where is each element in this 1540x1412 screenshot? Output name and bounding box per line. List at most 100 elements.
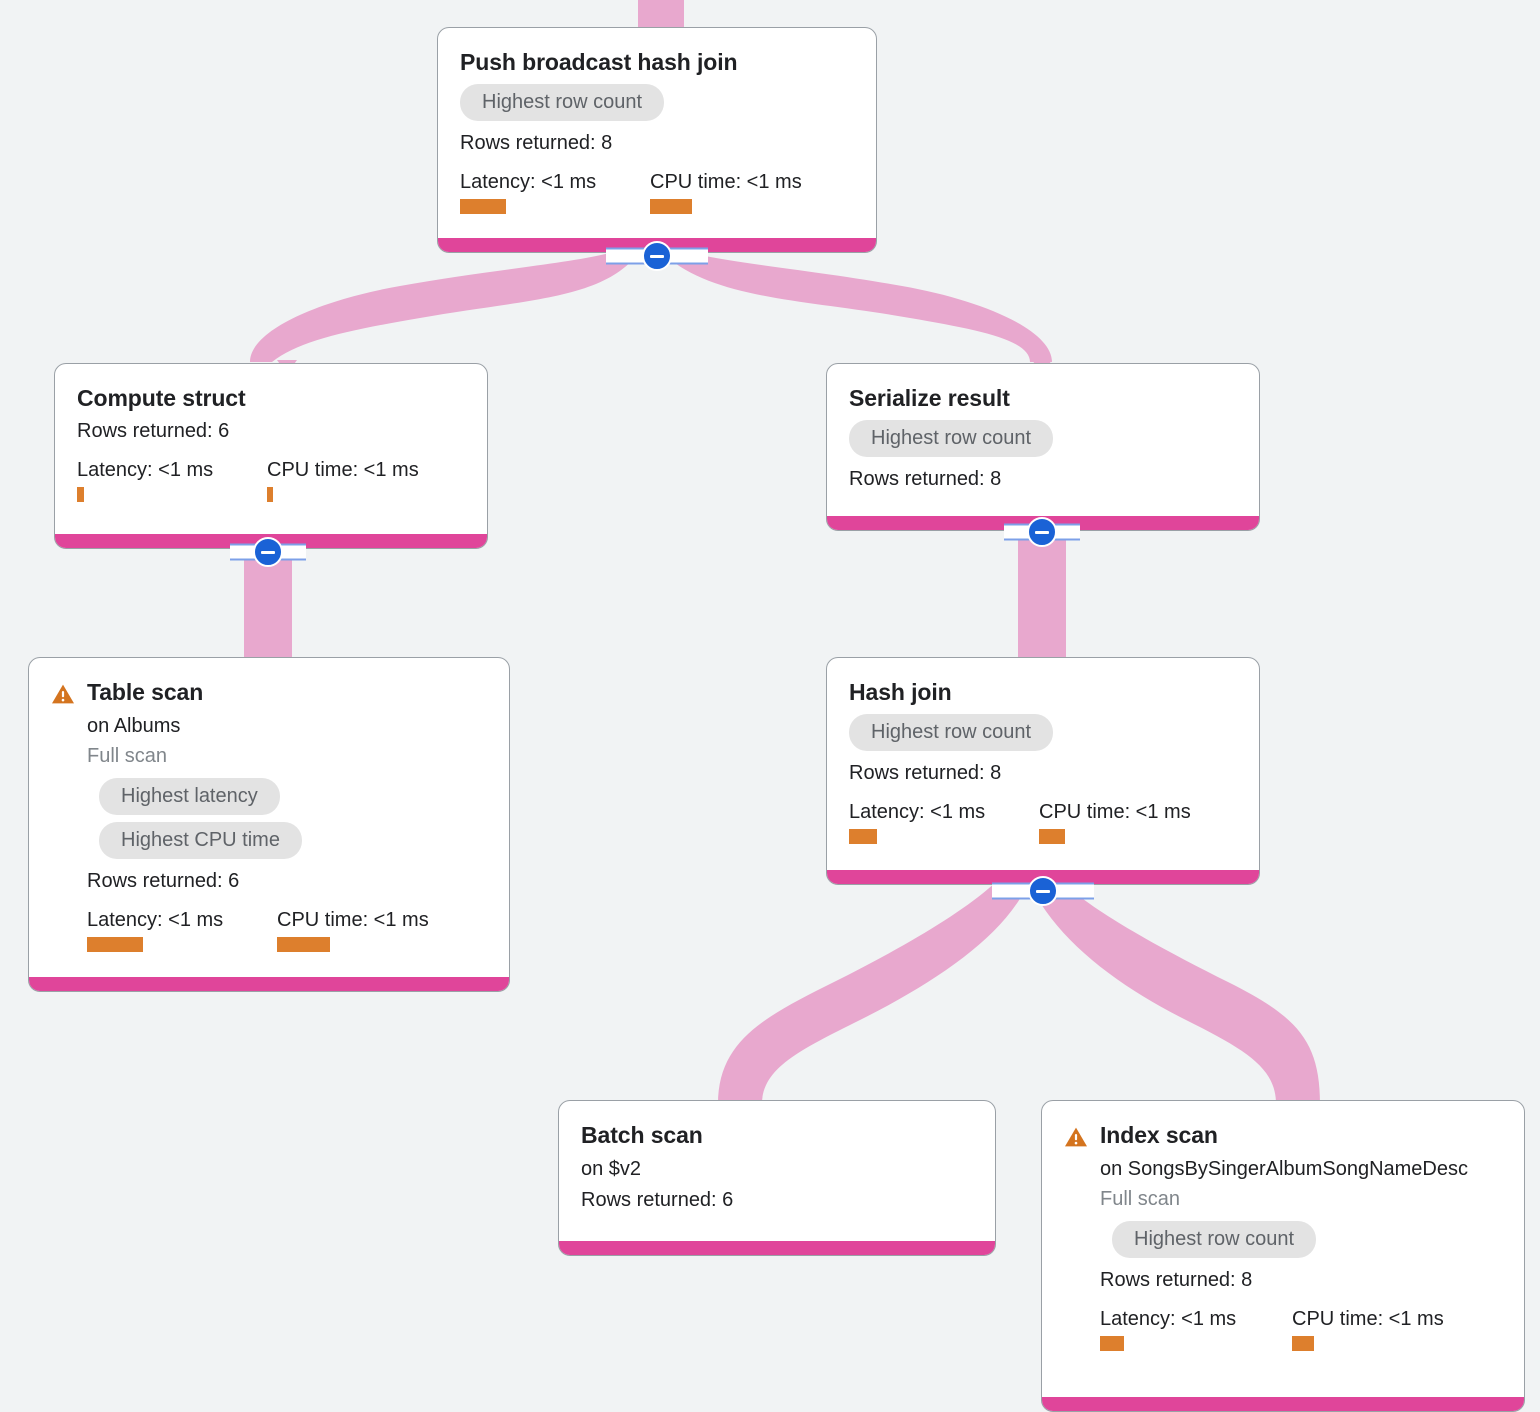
collapse-toggle-hash-join[interactable] xyxy=(992,876,1094,906)
node-index-scan[interactable]: Index scan on SongsBySingerAlbumSongName… xyxy=(1041,1100,1525,1412)
latency-metric: Latency: <1 ms xyxy=(77,459,267,502)
cpu-metric: CPU time: <1 ms xyxy=(267,459,419,502)
collapse-toggle-compute-struct[interactable] xyxy=(230,537,306,567)
cpu-bar xyxy=(1039,828,1065,844)
rows-returned: Rows returned: 6 xyxy=(87,869,240,892)
latency-label: Latency: <1 ms xyxy=(77,458,214,481)
badge-highest-latency: Highest latency xyxy=(99,777,280,815)
node-body: Hash join Highest row count Rows returne… xyxy=(827,658,1259,870)
latency-metric: Latency: <1 ms xyxy=(849,801,1039,844)
cpu-metric: CPU time: <1 ms xyxy=(1039,801,1191,844)
badge-highest-row-count: Highest row count xyxy=(849,713,1054,751)
cpu-label: CPU time: <1 ms xyxy=(277,908,429,931)
title-row: Index scan xyxy=(1064,1121,1502,1150)
metrics-row: Latency: <1 ms CPU time: <1 ms xyxy=(849,801,1237,844)
title-row: Batch scan xyxy=(581,1121,973,1150)
cpu-metric: CPU time: <1 ms xyxy=(1292,1308,1444,1351)
rows-returned: Rows returned: 8 xyxy=(1100,1268,1253,1291)
node-details: on SongsBySingerAlbumSongNameDesc Full s… xyxy=(1100,1154,1502,1351)
node-title: Index scan xyxy=(1100,1122,1218,1148)
cpu-bar xyxy=(267,486,273,502)
edge-root-to-serialize-result xyxy=(666,248,1052,362)
collapse-minus-icon[interactable] xyxy=(1028,876,1058,906)
edge-serialize-result-to-hash-join xyxy=(1018,528,1066,666)
title-row: Hash join xyxy=(849,678,1237,707)
edge-parent-to-root xyxy=(638,0,684,30)
latency-label: Latency: <1 ms xyxy=(1100,1307,1237,1330)
metrics-row: Latency: <1 ms CPU time: <1 ms xyxy=(1100,1308,1502,1351)
node-details: on Albums Full scan Highest latency High… xyxy=(87,711,487,952)
node-title: Table scan xyxy=(87,679,204,705)
rows-returned: Rows returned: 8 xyxy=(849,761,1002,784)
node-subtitle: on SongsBySingerAlbumSongNameDesc xyxy=(1100,1157,1468,1180)
node-table-scan[interactable]: Table scan on Albums Full scan Highest l… xyxy=(28,657,510,992)
rows-returned: Rows returned: 8 xyxy=(460,131,613,154)
node-footer-bar xyxy=(559,1241,995,1255)
latency-label: Latency: <1 ms xyxy=(849,800,986,823)
node-footer-bar xyxy=(29,977,509,991)
metrics-row: Latency: <1 ms CPU time: <1 ms xyxy=(460,171,854,214)
scan-type-label: Full scan xyxy=(87,744,168,767)
warning-triangle-icon xyxy=(52,684,74,704)
cpu-label: CPU time: <1 ms xyxy=(1039,800,1191,823)
node-subtitle: on $v2 xyxy=(581,1157,642,1180)
latency-metric: Latency: <1 ms xyxy=(87,909,277,952)
latency-bar xyxy=(77,486,84,502)
node-footer-bar xyxy=(1042,1397,1524,1411)
node-title: Compute struct xyxy=(77,385,246,411)
node-serialize-result[interactable]: Serialize result Highest row count Rows … xyxy=(826,363,1260,531)
latency-label: Latency: <1 ms xyxy=(87,908,224,931)
latency-bar xyxy=(1100,1335,1124,1351)
node-hash-join[interactable]: Hash join Highest row count Rows returne… xyxy=(826,657,1260,885)
title-row: Push broadcast hash join xyxy=(460,48,854,77)
latency-bar xyxy=(460,198,506,214)
cpu-label: CPU time: <1 ms xyxy=(267,458,419,481)
node-push-broadcast-hash-join[interactable]: Push broadcast hash join Highest row cou… xyxy=(437,27,877,253)
title-row: Serialize result xyxy=(849,384,1237,413)
cpu-label: CPU time: <1 ms xyxy=(650,170,802,193)
node-title: Batch scan xyxy=(581,1122,703,1148)
rows-returned: Rows returned: 8 xyxy=(849,467,1002,490)
warning-triangle-icon xyxy=(1065,1127,1087,1147)
metrics-row: Latency: <1 ms CPU time: <1 ms xyxy=(87,909,487,952)
latency-metric: Latency: <1 ms xyxy=(1100,1308,1292,1351)
latency-metric: Latency: <1 ms xyxy=(460,171,650,214)
node-compute-struct[interactable]: Compute struct Rows returned: 6 Latency:… xyxy=(54,363,488,549)
scan-type-label: Full scan xyxy=(1100,1187,1181,1210)
badge-highest-row-count: Highest row count xyxy=(849,419,1054,457)
node-title: Push broadcast hash join xyxy=(460,49,738,75)
cpu-bar xyxy=(650,198,692,214)
collapse-toggle-push-broadcast-hash-join[interactable] xyxy=(606,241,708,271)
cpu-bar xyxy=(1292,1335,1314,1351)
cpu-bar xyxy=(277,936,330,952)
node-body: Batch scan on $v2 Rows returned: 6 xyxy=(559,1101,995,1241)
node-batch-scan[interactable]: Batch scan on $v2 Rows returned: 6 xyxy=(558,1100,996,1256)
node-body: Serialize result Highest row count Rows … xyxy=(827,364,1259,516)
edge-root-to-compute-struct xyxy=(250,248,636,362)
title-row: Compute struct xyxy=(77,384,465,413)
edge-hash-join-to-index-scan xyxy=(1032,878,1320,1104)
collapse-toggle-serialize-result[interactable] xyxy=(1004,517,1080,547)
node-body: Table scan on Albums Full scan Highest l… xyxy=(29,658,509,977)
node-title: Serialize result xyxy=(849,385,1010,411)
metrics-row: Latency: <1 ms CPU time: <1 ms xyxy=(77,459,465,502)
edge-hash-join-to-batch-scan xyxy=(718,878,1026,1104)
node-title: Hash join xyxy=(849,679,952,705)
collapse-minus-icon[interactable] xyxy=(253,537,283,567)
rows-returned: Rows returned: 6 xyxy=(77,419,230,442)
node-body: Index scan on SongsBySingerAlbumSongName… xyxy=(1042,1101,1524,1397)
cpu-label: CPU time: <1 ms xyxy=(1292,1307,1444,1330)
node-body: Compute struct Rows returned: 6 Latency:… xyxy=(55,364,487,534)
badge-highest-row-count: Highest row count xyxy=(1112,1220,1317,1258)
collapse-minus-icon[interactable] xyxy=(1027,517,1057,547)
node-subtitle: on Albums xyxy=(87,714,181,737)
latency-bar xyxy=(87,936,143,952)
latency-label: Latency: <1 ms xyxy=(460,170,597,193)
cpu-metric: CPU time: <1 ms xyxy=(277,909,429,952)
cpu-metric: CPU time: <1 ms xyxy=(650,171,802,214)
badge-highest-cpu-time: Highest CPU time xyxy=(99,821,302,859)
rows-returned: Rows returned: 6 xyxy=(581,1188,734,1211)
collapse-minus-icon[interactable] xyxy=(642,241,672,271)
